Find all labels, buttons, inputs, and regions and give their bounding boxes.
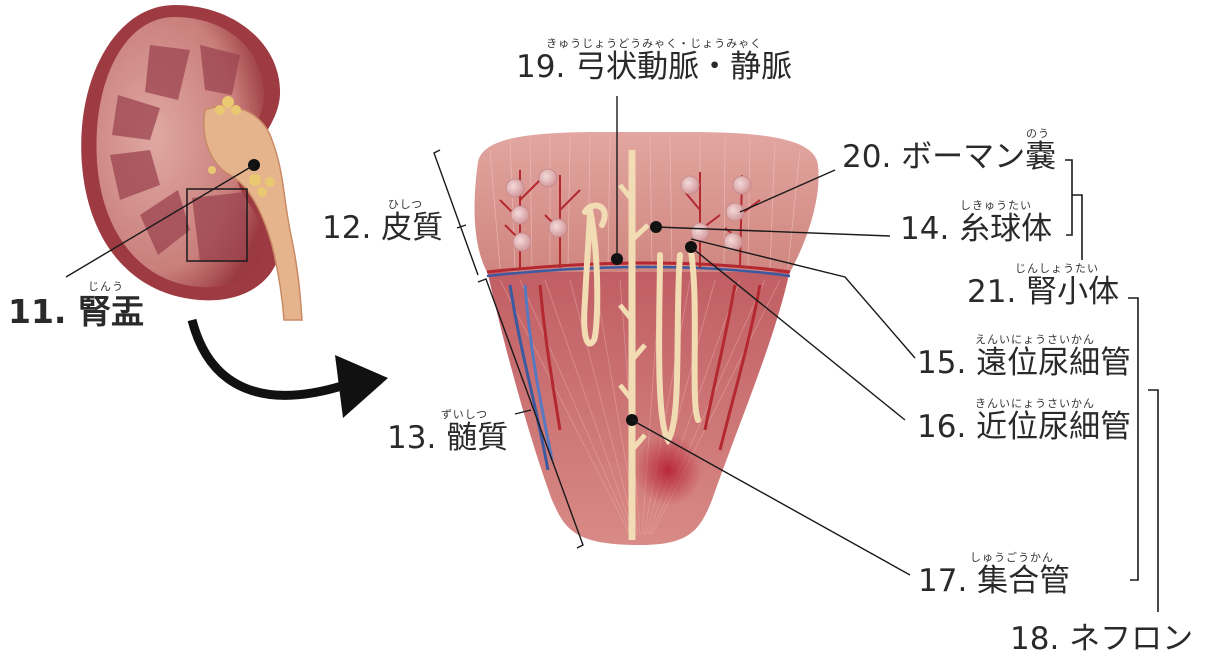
label-proximal-tubule-ruby: きんいにょうさいかん xyxy=(975,398,1131,409)
label-renal-corpuscle: じんしょうたい 21. 腎小体 xyxy=(967,263,1119,308)
nephron-bracket xyxy=(1148,390,1158,612)
label-distal-tubule-ruby: えんいにょうさいかん xyxy=(975,334,1131,345)
label-nephron: 18. ネフロン xyxy=(1010,624,1193,655)
label-renal-pelvis-ruby: じんう xyxy=(88,281,144,292)
label-renal-corpuscle-text: 21. 腎小体 xyxy=(967,277,1119,308)
cortex-region xyxy=(475,132,819,272)
label-arcuate-vessels-text: 19. 弓状動脈・静脈 xyxy=(516,52,792,83)
label-medulla-text: 13. 髄質 xyxy=(387,423,508,454)
renal-corpuscle-bracket xyxy=(1065,160,1082,260)
label-glomerulus: しきゅうたい 14. 糸球体 xyxy=(900,200,1052,245)
right-brackets xyxy=(1065,160,1158,612)
label-proximal-tubule: きんいにょうさいかん 16. 近位尿細管 xyxy=(917,398,1131,443)
label-collecting-duct-text: 17. 集合管 xyxy=(918,566,1070,597)
label-distal-tubule: えんいにょうさいかん 15. 遠位尿細管 xyxy=(917,334,1131,379)
label-glomerulus-text: 14. 糸球体 xyxy=(900,214,1052,245)
label-cortex: ひしつ 12. 皮質 xyxy=(322,199,443,244)
zoom-arrow xyxy=(192,320,388,418)
label-cortex-ruby: ひしつ xyxy=(322,199,423,210)
label-arcuate-vessels: きゅうじょうどうみゃく・じょうみゃく 19. 弓状動脈・静脈 xyxy=(516,38,792,83)
renal-section-illustration xyxy=(475,132,819,545)
label-bowman-capsule-ruby: のう xyxy=(1026,128,1056,139)
label-medulla-ruby: ずいしつ xyxy=(387,409,488,420)
kidney-illustration xyxy=(66,5,302,320)
label-renal-corpuscle-ruby: じんしょうたい xyxy=(1015,263,1119,274)
label-medulla: ずいしつ 13. 髄質 xyxy=(387,409,508,454)
label-arcuate-vessels-ruby: きゅうじょうどうみゃく・じょうみゃく xyxy=(516,38,792,49)
label-renal-pelvis: じんう 11. 腎盂 xyxy=(8,281,144,328)
label-collecting-duct: しゅうごうかん 17. 集合管 xyxy=(918,552,1070,597)
label-renal-pelvis-text: 11. 腎盂 xyxy=(8,295,144,328)
label-proximal-tubule-text: 16. 近位尿細管 xyxy=(917,412,1131,443)
label-cortex-text: 12. 皮質 xyxy=(322,213,443,244)
label-bowman-capsule-text: 20. ボーマン嚢 xyxy=(842,142,1056,173)
label-distal-tubule-text: 15. 遠位尿細管 xyxy=(917,348,1131,379)
label-bowman-capsule: のう 20. ボーマン嚢 xyxy=(842,128,1056,173)
label-glomerulus-ruby: しきゅうたい xyxy=(960,200,1052,211)
label-nephron-text: 18. ネフロン xyxy=(1010,624,1193,655)
label-collecting-duct-ruby: しゅうごうかん xyxy=(970,552,1070,563)
